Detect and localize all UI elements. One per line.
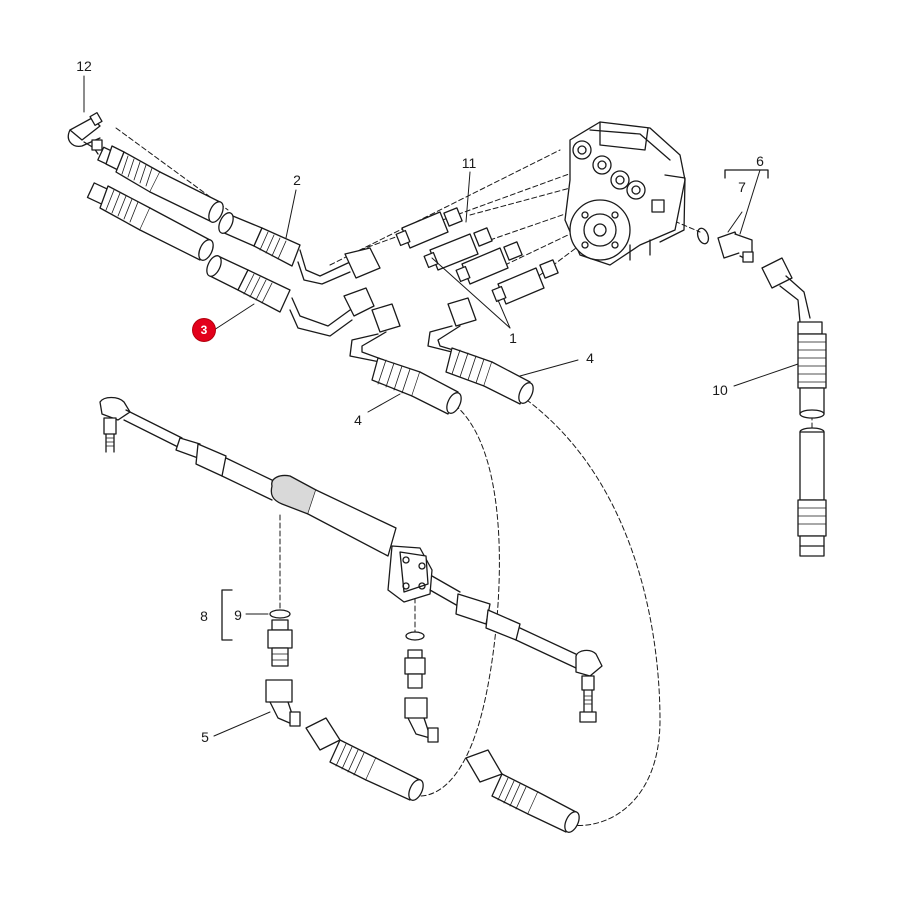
callout-9[interactable]: 9 [234,607,242,623]
lower-hose-left [305,717,424,801]
callout-2[interactable]: 2 [293,172,301,188]
part-4-hose-right [427,297,534,405]
callout-12[interactable]: 12 [76,58,92,74]
part-2-hose-assembly [97,145,381,285]
callout-4-left[interactable]: 4 [354,412,362,428]
right-elbow-fitting [404,697,439,743]
part-9-o-ring [269,609,291,619]
part-8-adapter [267,619,293,667]
callout-3-selected-badge[interactable]: 3 [193,319,215,341]
part-5-elbow-fitting [265,679,301,727]
callout-7[interactable]: 7 [738,179,746,195]
callout-8[interactable]: 8 [200,608,208,624]
callout-1[interactable]: 1 [509,330,517,346]
callout-10[interactable]: 10 [712,382,728,398]
callout-11[interactable]: 11 [461,155,477,171]
callout-6[interactable]: 6 [756,153,764,169]
steering-cylinder [99,396,603,723]
part-7-o-ring [696,227,710,245]
part-11-adapters [395,207,559,305]
part-3-hose-assembly [86,182,375,337]
part-4-hose-left [349,303,462,415]
part-6-adapter [717,231,754,263]
lower-hose-right [465,749,580,833]
part-10-hose-assembly [761,257,827,557]
right-adapter-stack [404,631,426,689]
callout-5[interactable]: 5 [201,729,209,745]
hydraulic-pump [564,121,686,266]
callout-leader-lines [83,75,799,737]
part-12-elbow-fitting [67,112,103,155]
callout-4-right[interactable]: 4 [586,350,594,366]
part-6-bracket [724,169,769,179]
part-8-bracket [221,589,233,641]
